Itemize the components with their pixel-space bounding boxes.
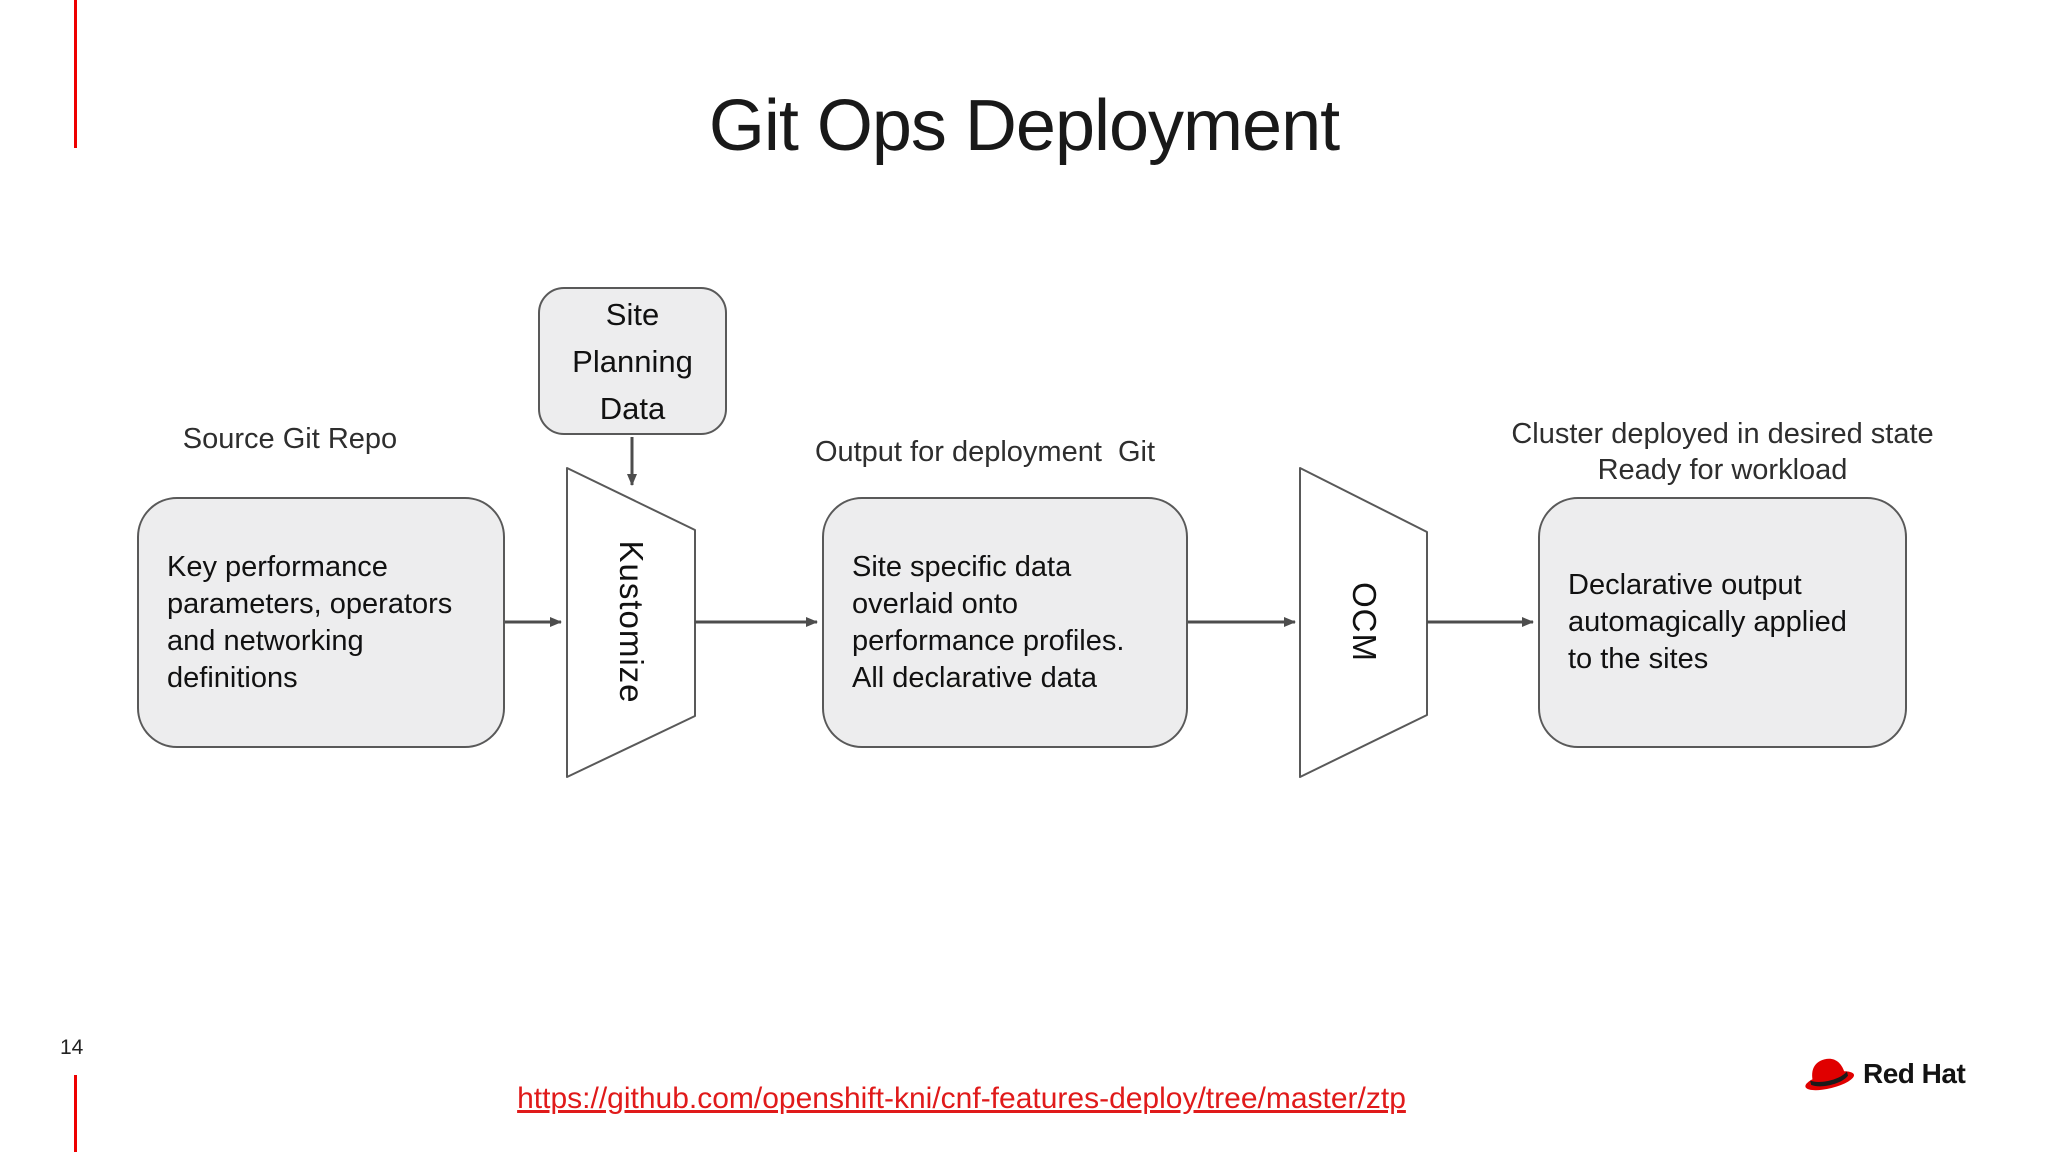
deployment-output-box: Site specific data overlaid onto perform… <box>822 497 1188 748</box>
site-planning-data-box: Site Planning Data <box>538 287 727 435</box>
github-ztp-link[interactable]: https://github.com/openshift-kni/cnf-fea… <box>517 1082 1406 1115</box>
redhat-logo-text: Red Hat <box>1863 1058 1966 1089</box>
ocm-label: OCM <box>1346 582 1383 662</box>
redhat-fedora-icon <box>1805 1058 1855 1091</box>
red-accent-line-top <box>74 0 77 148</box>
output-for-deployment-label: Output for deployment Git <box>814 436 1156 468</box>
kustomize-label: Kustomize <box>613 540 650 704</box>
red-accent-line-bottom <box>74 1075 77 1152</box>
cluster-deployed-label: Cluster deployed in desired state Ready … <box>1511 418 1934 486</box>
page-number: 14 <box>60 1036 84 1059</box>
declarative-output-box: Declarative output automagically applied… <box>1538 497 1907 748</box>
redhat-logo: Red Hat <box>1800 1050 1966 1098</box>
source-repo-box: Key performance parameters, operators an… <box>137 497 505 748</box>
slide-title: Git Ops Deployment <box>708 86 1340 166</box>
source-git-repo-label: Source Git Repo <box>182 423 398 455</box>
